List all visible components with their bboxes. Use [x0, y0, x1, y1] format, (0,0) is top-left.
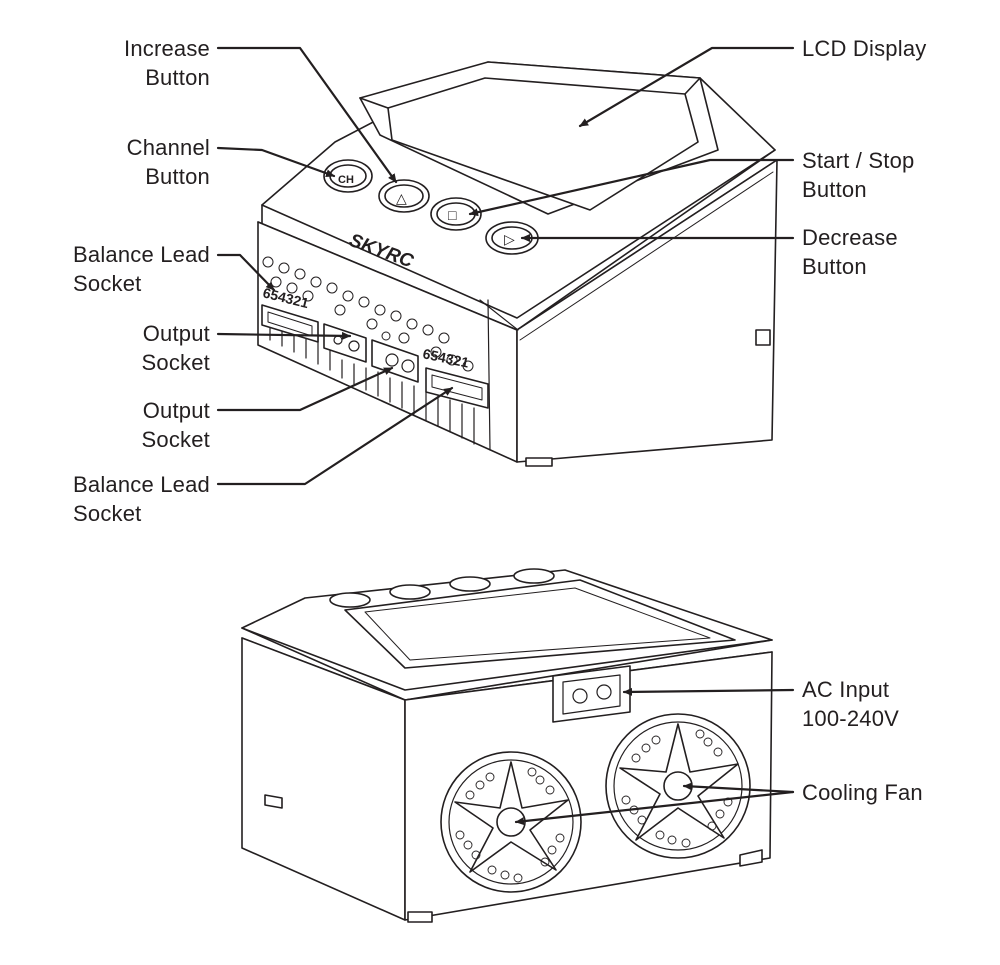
channel-callout: [216, 146, 336, 178]
balance-top-callout: [216, 253, 276, 292]
cooling-fan-left: [440, 751, 582, 893]
right-face: [516, 159, 778, 463]
label-decrease-button: Decrease Button: [802, 225, 898, 279]
label-balance-lead-socket-top: Balance Lead Socket: [73, 242, 210, 296]
callout-lines: [216, 46, 795, 826]
output-1-callout: [216, 331, 352, 340]
increase-callout: [216, 46, 398, 184]
charger-front-view: SKYRC CH △ □ ▷ 654321: [257, 61, 778, 467]
label-output-socket-1: Output Socket: [141, 321, 210, 375]
triangle-up-icon: △: [396, 190, 407, 206]
charger-rear-view: [241, 568, 773, 923]
right-output-socket: [371, 331, 419, 383]
label-cooling-fan: Cooling Fan: [802, 780, 923, 805]
label-ac-input: AC Input 100-240V: [802, 677, 900, 731]
front-hex-vents: [262, 256, 474, 372]
ac-input-callout: [622, 687, 795, 696]
label-increase-button: Increase Button: [124, 36, 210, 90]
label-output-socket-2: Output Socket: [141, 398, 210, 452]
label-channel-button: Channel Button: [126, 135, 210, 189]
fan-left-callout: [514, 790, 795, 826]
start-stop-callout: [468, 158, 795, 217]
label-start-stop-button: Start / Stop Button: [802, 148, 915, 202]
channel-button-text: CH: [338, 174, 354, 186]
lcd-screen: [387, 77, 699, 211]
fan-right-callout: [682, 782, 795, 794]
button-row: CH △ □ ▷: [323, 159, 539, 255]
label-lcd-display: LCD Display: [802, 36, 927, 61]
square-stop-icon: □: [448, 207, 457, 223]
balance-bottom-callout: [216, 386, 454, 486]
ac-input-socket: [552, 665, 631, 723]
label-balance-lead-socket-bottom: Balance Lead Socket: [73, 472, 210, 526]
cooling-fan-right: [605, 713, 751, 859]
output-2-callout: [216, 366, 394, 412]
triangle-right-icon: ▷: [504, 231, 515, 247]
lcd-callout: [578, 46, 795, 128]
